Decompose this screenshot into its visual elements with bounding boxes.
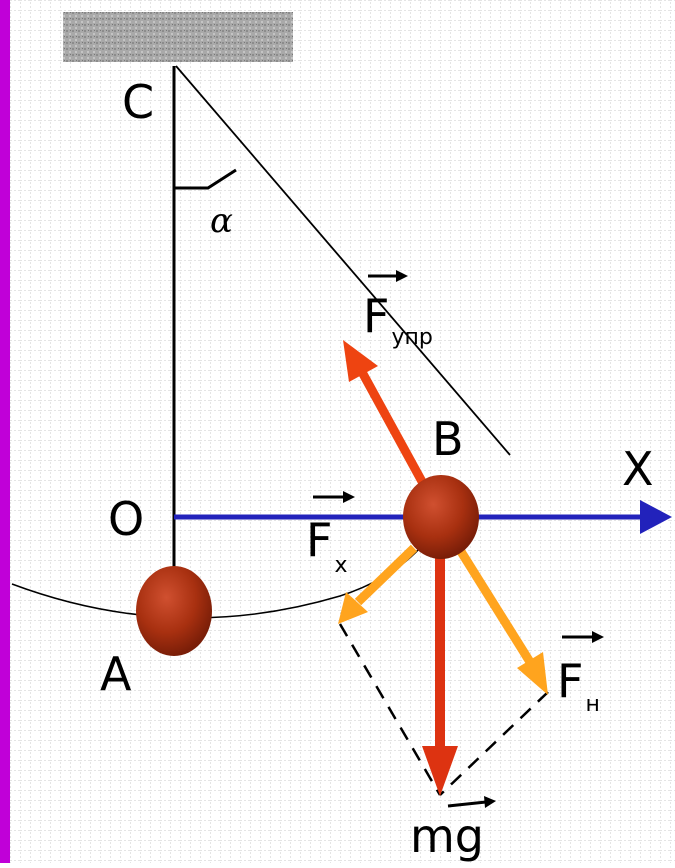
parallelogram-side-right [439,691,549,796]
left-border [0,0,10,863]
vector-mark-elastic-head [396,270,408,282]
label-fx-force: Fx [306,513,348,578]
fn-force-arrow [456,547,534,665]
bob-a [136,566,212,656]
vector-mark-mg-head [484,796,496,808]
label-alpha: α [210,201,233,241]
label-a: A [100,647,132,701]
label-o: O [108,492,144,546]
gravity-force-arrowhead [422,746,458,796]
x-axis-arrowhead [640,500,672,534]
label-b: B [432,412,464,466]
angle-arc [174,168,237,190]
label-gravity-force: mg [410,809,484,863]
ceiling-block [63,12,293,62]
fx-force-arrow [354,544,418,606]
fx-force-arrowhead [338,592,368,624]
vector-mark-fn-head [592,631,604,643]
label-elastic-force: Fупр [363,289,433,350]
label-x-axis: X [622,442,654,496]
elastic-force-arrowhead [343,340,378,382]
vector-marks [313,270,604,808]
elastic-force-arrow [358,369,429,490]
label-c: C [122,75,154,129]
vector-mark-fx-head [343,491,355,503]
inclined-thread [175,65,511,456]
label-fn-force: Fн [557,654,600,717]
bob-b [403,475,479,559]
vector-mark-mg [447,800,487,808]
fn-force-arrowhead [517,652,548,695]
parallelogram-side-left [338,623,442,796]
